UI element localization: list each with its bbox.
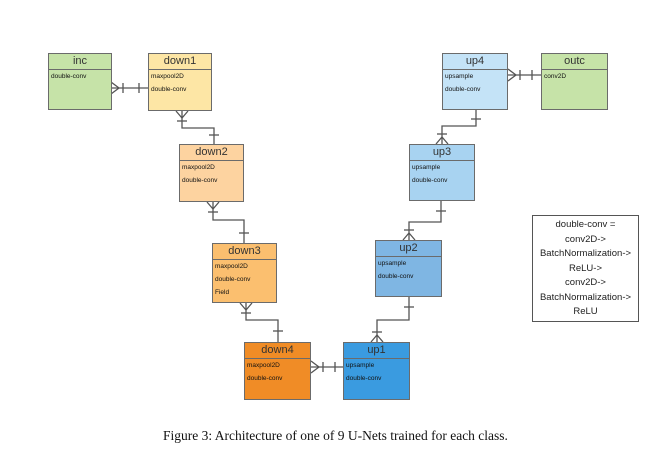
double-conv-legend: double-conv = conv2D-> BatchNormalizatio…	[532, 215, 639, 322]
node-down4: down4 maxpool2D double-conv	[244, 342, 311, 400]
link-down1-down2	[175, 110, 219, 144]
node-down1-row: double-conv	[151, 86, 187, 93]
node-up3-title: up3	[410, 145, 474, 161]
link-up1-up2	[370, 297, 414, 343]
node-down1-row: maxpool2D	[151, 73, 184, 80]
link-down2-down3	[206, 201, 249, 243]
node-down1: down1 maxpool2D double-conv	[148, 53, 212, 111]
node-inc-row: double-conv	[51, 73, 87, 80]
legend-line: conv2D->	[565, 233, 606, 245]
node-down2-title: down2	[180, 145, 243, 161]
node-up1-title: up1	[344, 343, 409, 359]
node-down3-row: Field	[215, 289, 230, 296]
node-down3-title: down3	[213, 244, 276, 260]
node-down2: down2 maxpool2D double-conv	[179, 144, 244, 202]
legend-line: BatchNormalization->	[539, 291, 632, 303]
legend-line: conv2D->	[565, 277, 606, 288]
node-up1-row: double-conv	[346, 375, 382, 382]
node-up4-row: double-conv	[445, 86, 481, 93]
node-up4: up4 upsample double-conv	[442, 53, 508, 110]
link-inc-down1	[110, 81, 148, 95]
legend-line: ReLU->	[569, 262, 602, 274]
node-inc: inc double-conv	[48, 53, 112, 110]
node-up3-row: double-conv	[412, 177, 448, 184]
node-up3-row: upsample	[412, 164, 441, 171]
node-down4-row: double-conv	[247, 375, 283, 382]
node-down4-row: maxpool2D	[247, 362, 280, 369]
node-up2: up2 upsample double-conv	[375, 240, 442, 297]
node-outc-title: outc	[542, 54, 607, 70]
link-up4-outc	[507, 68, 541, 82]
node-up1-row: upsample	[346, 362, 375, 369]
link-down3-down4	[239, 302, 283, 342]
node-up4-title: up4	[443, 54, 507, 70]
link-up3-up4	[435, 110, 481, 145]
legend-line: BatchNormalization->	[539, 248, 632, 259]
node-up2-row: double-conv	[378, 273, 414, 280]
node-up2-title: up2	[376, 241, 441, 257]
node-down4-title: down4	[245, 343, 310, 359]
node-up1: up1 upsample double-conv	[343, 342, 410, 400]
node-outc: outc conv2D	[541, 53, 608, 110]
node-down3-row: maxpool2D	[215, 263, 248, 270]
node-up3: up3 upsample double-conv	[409, 144, 475, 201]
legend-line: ReLU	[573, 306, 598, 317]
node-down2-row: double-conv	[182, 177, 218, 184]
node-down3: down3 maxpool2D double-conv Field	[212, 243, 277, 303]
node-down3-row: double-conv	[215, 276, 251, 283]
node-outc-row: conv2D	[544, 73, 567, 80]
figure-caption: Figure 3: Architecture of one of 9 U-Net…	[163, 428, 508, 443]
node-down1-title: down1	[149, 54, 211, 70]
node-inc-title: inc	[49, 54, 111, 70]
link-down4-up1	[310, 360, 343, 374]
legend-line: double-conv =	[555, 219, 616, 230]
node-down2-row: maxpool2D	[182, 164, 215, 171]
node-up2-row: upsample	[378, 260, 407, 267]
node-up4-row: upsample	[445, 73, 474, 80]
link-up2-up3	[402, 201, 446, 241]
